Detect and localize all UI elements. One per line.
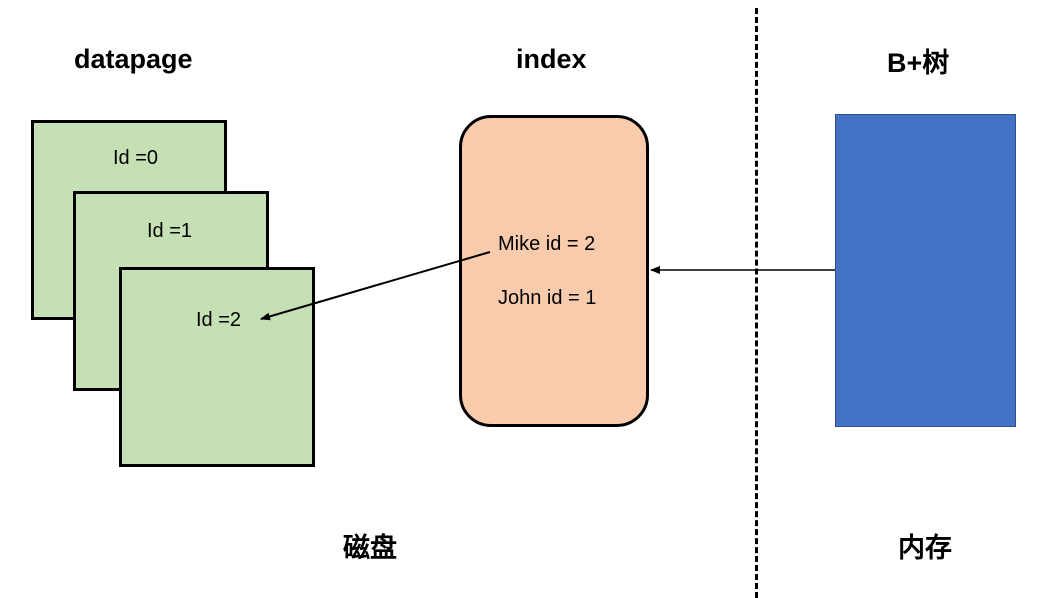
datapage-2: [119, 267, 315, 467]
index-entry-mike: Mike id = 2: [498, 233, 596, 255]
datapage-heading: datapage: [74, 44, 193, 74]
datapage-1-label: Id =1: [147, 220, 193, 242]
memory-label: 内存: [898, 533, 952, 563]
disk-memory-divider: [755, 8, 758, 598]
bplus-tree-block: [835, 114, 1016, 427]
disk-label: 磁盘: [343, 533, 397, 563]
datapage-2-label: Id =2: [196, 309, 242, 331]
bplus-tree-heading: B+树: [887, 48, 950, 78]
datapage-0-label: Id =0: [113, 147, 159, 169]
arrow-index-to-datapage: [260, 251, 491, 321]
index-heading: index: [516, 44, 587, 74]
index-box: [459, 115, 649, 427]
index-entry-john: John id = 1: [498, 287, 597, 309]
